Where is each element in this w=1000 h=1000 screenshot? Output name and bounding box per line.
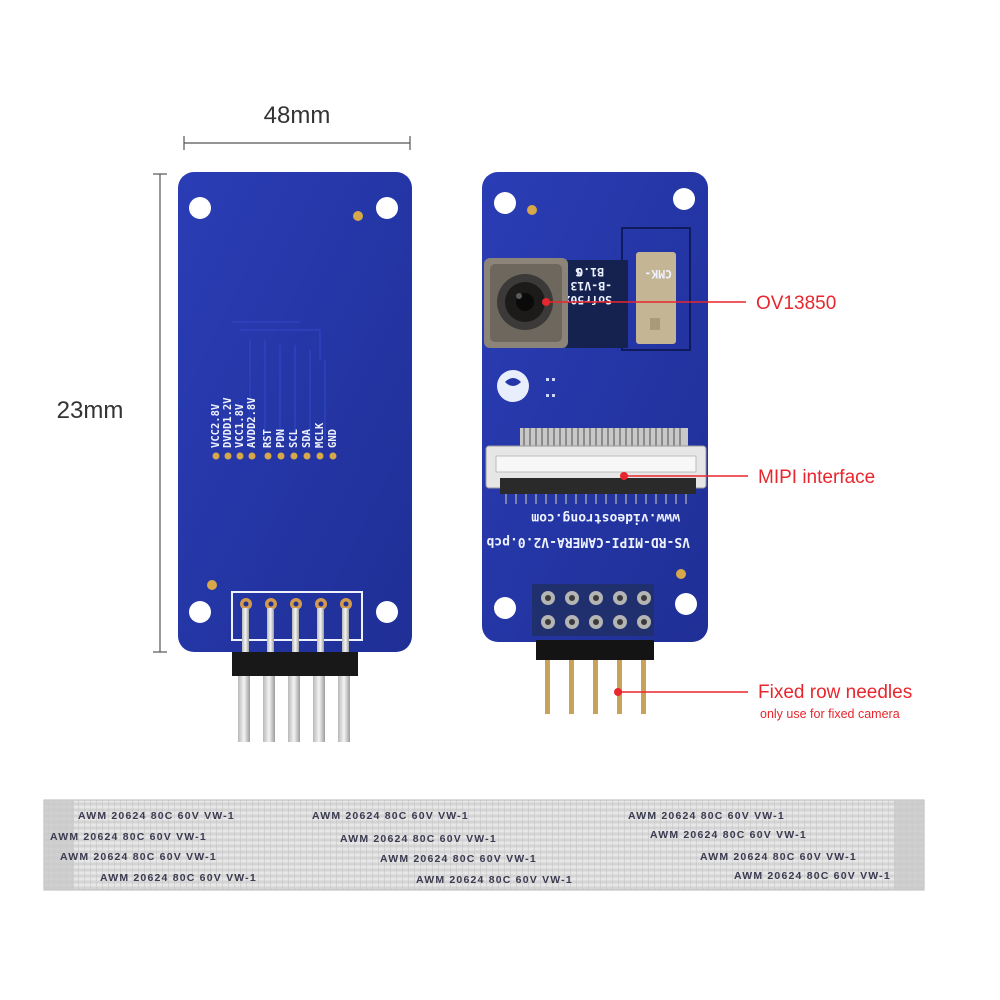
mounting-hole bbox=[189, 601, 211, 623]
cable-marking: AWM 20624 80C 60V VW-1 bbox=[50, 831, 207, 843]
cable-marking: AWM 20624 80C 60V VW-1 bbox=[700, 851, 857, 863]
website-silkscreen: www.videostrong.com bbox=[531, 510, 680, 525]
mounting-hole bbox=[494, 192, 516, 214]
sensor-marking-1: CMK- bbox=[644, 267, 672, 281]
cable-marking: AWM 20624 80C 60V VW-1 bbox=[380, 853, 537, 865]
callout-connector-label: MIPI interface bbox=[758, 467, 875, 488]
callout-sensor: OV13850 bbox=[542, 293, 836, 314]
back-pcb-board: VCC2.8V DVDD1.2V VCC1.8V AVDD2.8V RST PD… bbox=[178, 172, 412, 652]
pcb-name-silkscreen: VS-RD-MIPI-CAMERA-V2.0.pcb bbox=[486, 534, 690, 549]
pin-label-group: VCC2.8V DVDD1.2V VCC1.8V AVDD2.8V RST PD… bbox=[210, 397, 339, 448]
ffc-ribbon-cable: AWM 20624 80C 60V VW-1 AWM 20624 80C 60V… bbox=[43, 799, 925, 891]
mounting-hole bbox=[675, 593, 697, 615]
mounting-hole bbox=[189, 197, 211, 219]
pin-label-mclk: MCLK bbox=[314, 422, 326, 448]
pin-label-vcc18: VCC1.8V bbox=[234, 403, 246, 448]
callout-pins-title: Fixed row needles bbox=[758, 682, 912, 703]
pin-label-vcc28: VCC2.8V bbox=[210, 403, 222, 448]
cable-marking: AWM 20624 80C 60V VW-1 bbox=[78, 810, 235, 822]
pin-label-sda: SDA bbox=[301, 428, 313, 448]
cable-marking: AWM 20624 80C 60V VW-1 bbox=[60, 851, 217, 863]
sensor-marking-2: Sofr50x bbox=[563, 293, 612, 307]
cable-marking: AWM 20624 80C 60V VW-1 bbox=[628, 810, 785, 822]
sensor-marking-4: B1.0 bbox=[576, 265, 604, 279]
width-label: 48mm bbox=[264, 102, 331, 129]
cable-marking: AWM 20624 80C 60V VW-1 bbox=[650, 829, 807, 841]
cable-marking: AWM 20624 80C 60V VW-1 bbox=[734, 870, 891, 882]
pin-label-pdn: PDN bbox=[275, 429, 287, 448]
front-pin-header bbox=[532, 584, 654, 714]
pin-label-scl: SCL bbox=[288, 429, 300, 448]
mounting-hole bbox=[376, 601, 398, 623]
cable-marking: AWM 20624 80C 60V VW-1 bbox=[312, 810, 469, 822]
pin-label-avdd28: AVDD2.8V bbox=[246, 397, 258, 448]
callout-sensor-label: OV13850 bbox=[756, 293, 836, 314]
mounting-hole bbox=[673, 188, 695, 210]
mipi-connector bbox=[485, 428, 707, 504]
sensor-marking-3: -B-V13 bbox=[570, 279, 612, 293]
callout-pins: Fixed row needles only use for fixed cam… bbox=[614, 682, 912, 721]
sensor-marking-5: S bbox=[575, 265, 582, 279]
pin-label-dvdd12: DVDD1.2V bbox=[222, 397, 234, 448]
callout-pins-subtitle: only use for fixed camera bbox=[760, 707, 900, 721]
cable-marking: AWM 20624 80C 60V VW-1 bbox=[100, 872, 257, 884]
cable-marking: AWM 20624 80C 60V VW-1 bbox=[416, 874, 573, 886]
height-dimension: 23mm bbox=[57, 173, 167, 653]
test-pads bbox=[212, 452, 337, 460]
height-label: 23mm bbox=[57, 397, 124, 424]
mounting-hole bbox=[376, 197, 398, 219]
mounting-hole bbox=[494, 597, 516, 619]
width-dimension: 48mm bbox=[183, 102, 411, 150]
pin-label-gnd: GND bbox=[327, 429, 339, 448]
cable-marking: AWM 20624 80C 60V VW-1 bbox=[340, 833, 497, 845]
callout-connector: MIPI interface bbox=[620, 467, 875, 488]
front-pcb-board bbox=[482, 172, 708, 642]
camera-sensor-module: CMK- Sofr50x -B-V13 B1.0 S bbox=[484, 258, 672, 348]
pin-label-rst: RST bbox=[262, 429, 274, 448]
back-pin-header bbox=[232, 598, 358, 742]
